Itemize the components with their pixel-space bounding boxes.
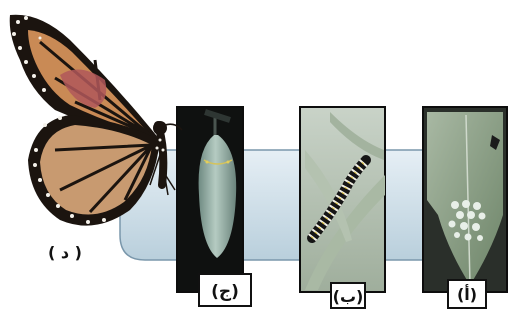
label-c: (ج) bbox=[199, 274, 251, 306]
stage-a-panel bbox=[423, 107, 507, 292]
label-b: (ب) bbox=[331, 283, 365, 308]
stage-b-panel bbox=[300, 107, 385, 292]
label-d: ( د ) bbox=[48, 243, 82, 262]
svg-text:(ب): (ب) bbox=[333, 287, 364, 306]
svg-text:(أ): (أ) bbox=[457, 284, 477, 304]
svg-text:( د ): ( د ) bbox=[48, 243, 82, 262]
label-a: (أ) bbox=[448, 280, 486, 308]
svg-text:(ج): (ج) bbox=[211, 282, 239, 302]
stage-c-panel bbox=[177, 107, 243, 292]
